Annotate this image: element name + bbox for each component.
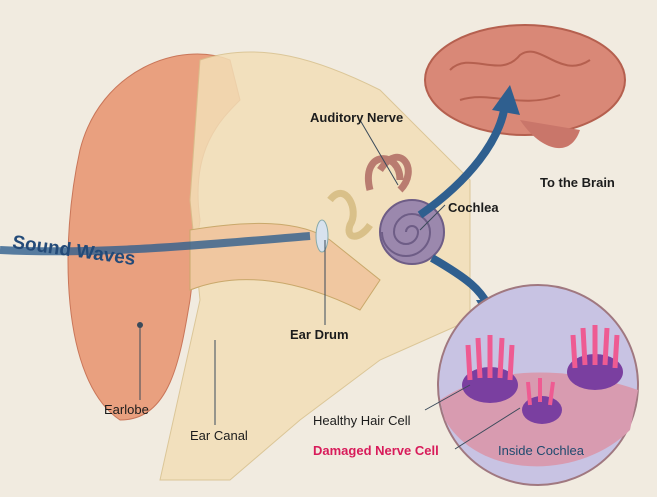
- cochlea-shape: [379, 199, 445, 265]
- earlobe-label: Earlobe: [104, 402, 149, 417]
- semicircular-canals: [364, 153, 412, 193]
- cochlea-label: Cochlea: [448, 200, 499, 215]
- leader-lines: [139, 119, 521, 450]
- damaged-nerve-cell-label: Damaged Nerve Cell: [313, 443, 439, 458]
- brain-arrow: [417, 104, 509, 219]
- eardrum: [315, 219, 329, 253]
- to-the-brain-label: To the Brain: [540, 175, 615, 190]
- hair-cell-group: [462, 325, 623, 424]
- healthy-hair-cell-label: Healthy Hair Cell: [313, 413, 411, 428]
- ear-drum-label: Ear Drum: [290, 327, 349, 342]
- sound-wave-arrow: [0, 232, 311, 256]
- ossicles: [327, 189, 373, 240]
- auditory-nerve-label: Auditory Nerve: [310, 110, 404, 125]
- ear-canal-label: Ear Canal: [190, 428, 248, 443]
- inside-cochlea-label: Inside Cochlea: [498, 443, 584, 458]
- brain: [424, 24, 626, 136]
